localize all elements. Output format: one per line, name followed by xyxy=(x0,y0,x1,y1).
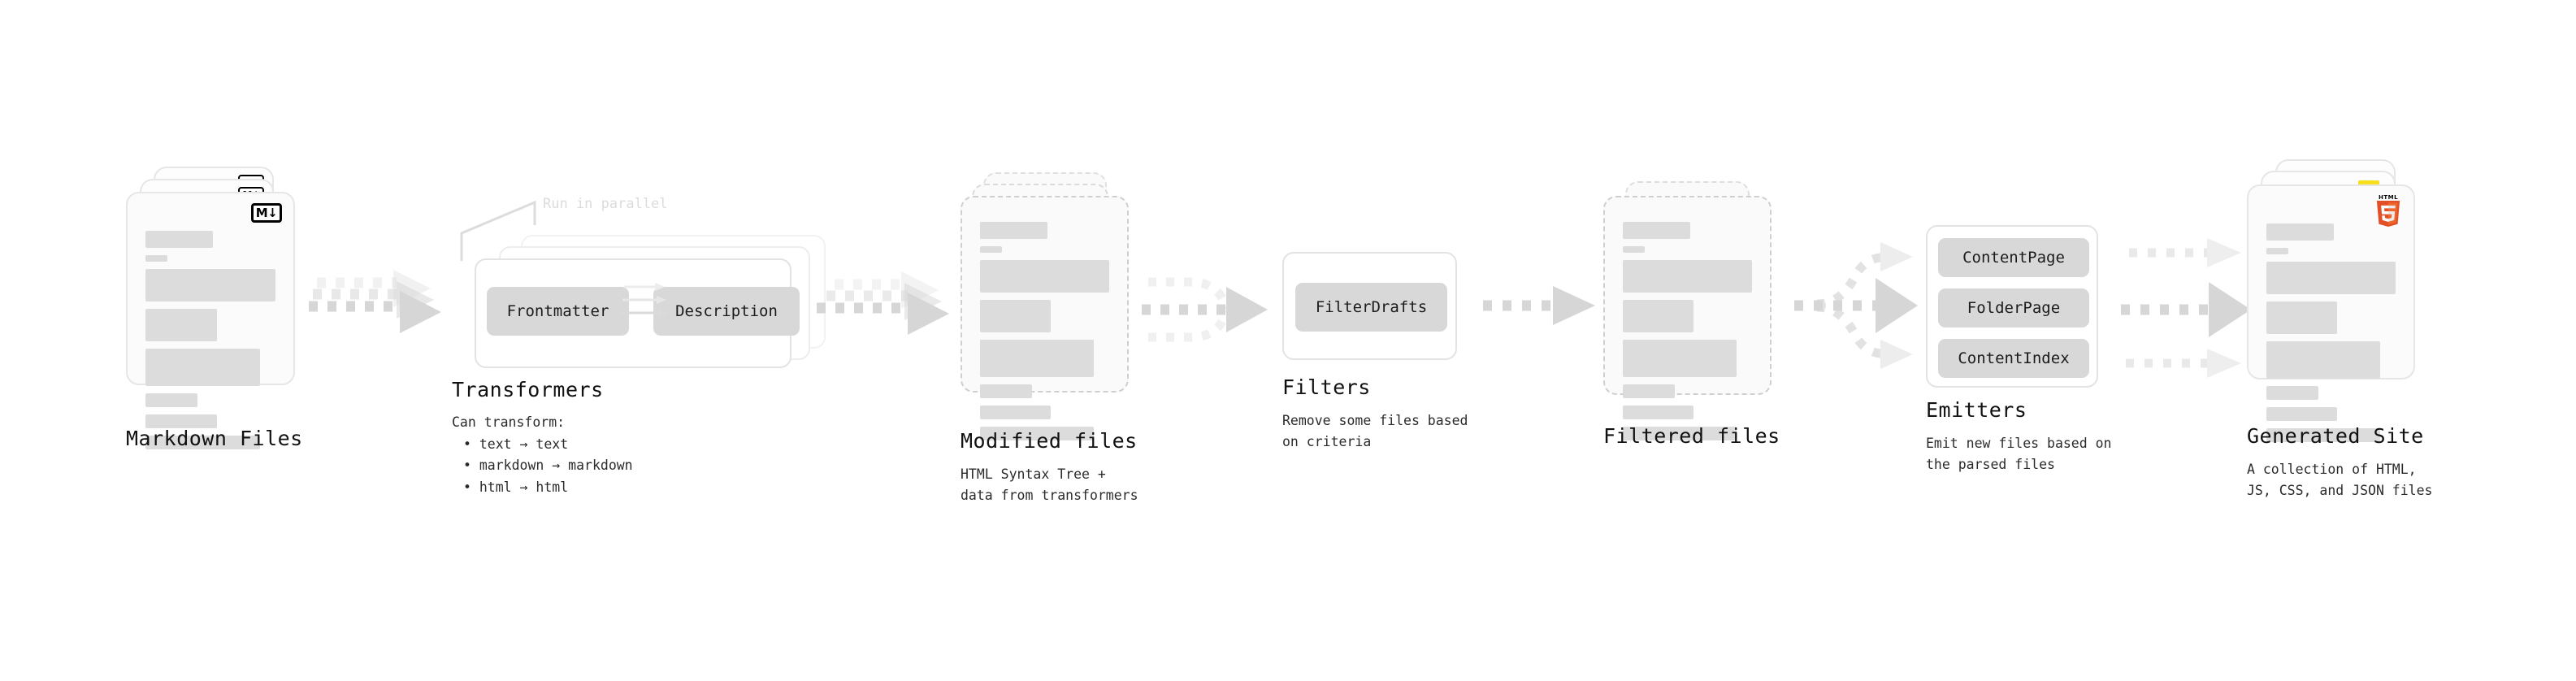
caption-generated-site: Generated Site A collection of HTML, JS,… xyxy=(2247,424,2432,501)
placeholder-line xyxy=(145,393,197,407)
markdown-icon: M↓ xyxy=(251,203,282,223)
caption-filtered-files: Filtered files xyxy=(1603,424,1780,448)
connector-emitters-to-site xyxy=(2121,238,2251,378)
placeholder-line xyxy=(1623,340,1737,377)
caption-filters: Filters Remove some files based on crite… xyxy=(1282,375,1468,452)
placeholder-line xyxy=(1623,246,1646,253)
connector-modified-to-filters xyxy=(1142,277,1268,342)
stage-subtitle: HTML Syntax Tree + data from transformer… xyxy=(961,466,1138,503)
caption-emitters: Emitters Emit new files based on the par… xyxy=(1926,398,2111,475)
placeholder-line xyxy=(145,414,217,428)
emitter-chip-contentpage[interactable]: ContentPage xyxy=(1938,238,2089,277)
stage-subtitle: Remove some files based on criteria xyxy=(1282,413,1468,449)
placeholder-line xyxy=(1623,222,1690,239)
placeholder-line xyxy=(1623,406,1694,419)
html5-icon: HTML xyxy=(2374,194,2402,227)
transformer-chip-frontmatter[interactable]: Frontmatter xyxy=(487,287,629,336)
bullet-text: markdown → markdown xyxy=(479,458,633,474)
placeholder-line xyxy=(1623,384,1675,398)
filter-chip-filterdrafts[interactable]: FilterDrafts xyxy=(1295,283,1447,332)
stage-subtitle: A collection of HTML, JS, CSS, and JSON … xyxy=(2247,462,2433,498)
emitter-chip-contentindex[interactable]: ContentIndex xyxy=(1938,339,2089,378)
parallel-bracket xyxy=(460,200,536,261)
stage-emitters-box: ContentPage FolderPage ContentIndex xyxy=(1926,225,2098,388)
stage-title: Emitters xyxy=(1926,398,2027,422)
filtered-card-front xyxy=(1603,196,1772,440)
site-card-front: HTML xyxy=(2247,184,2415,442)
bullet-text: text → text xyxy=(479,436,569,452)
placeholder-line xyxy=(980,427,1094,440)
placeholder-line xyxy=(2266,428,2380,442)
placeholder-line xyxy=(980,260,1109,293)
parallel-note-label: Run in parallel xyxy=(543,196,668,212)
emitter-chip-folderpage[interactable]: FolderPage xyxy=(1938,288,2089,327)
bullet-text: html → html xyxy=(479,479,569,496)
caption-transformers: Transformers Can transform: • text → tex… xyxy=(452,378,633,499)
stage-title: Transformers xyxy=(452,378,604,401)
caption-markdown-files: Markdown Files xyxy=(126,427,303,450)
transformer-inner-arrows xyxy=(621,283,670,318)
placeholder-line xyxy=(980,300,1052,332)
stage-title: Markdown Files xyxy=(126,427,303,450)
placeholder-line xyxy=(145,231,214,248)
stage-title: Filtered files xyxy=(1603,424,1780,448)
stage-filters-box: FilterDrafts xyxy=(1282,252,1457,360)
placeholder-line xyxy=(145,309,217,341)
placeholder-line xyxy=(980,222,1047,239)
connector-filters-to-filtered xyxy=(1483,286,1595,325)
transform-intro: Can transform: xyxy=(452,414,566,430)
placeholder-line xyxy=(145,269,275,301)
connector-md-to-transformers xyxy=(309,270,441,333)
placeholder-line xyxy=(980,406,1052,419)
placeholder-line xyxy=(145,349,260,386)
connector-transformers-to-modified xyxy=(817,271,949,335)
placeholder-line xyxy=(145,255,168,262)
transformer-group-front: Frontmatter Description xyxy=(475,258,800,368)
stage-title: Modified files xyxy=(961,429,1138,453)
placeholder-line xyxy=(2266,407,2338,421)
placeholder-line xyxy=(980,340,1094,377)
placeholder-line xyxy=(1623,427,1737,440)
placeholder-line xyxy=(1623,260,1752,293)
placeholder-line xyxy=(2266,386,2318,400)
markdown-card-front: M↓ xyxy=(126,192,295,449)
caption-modified-files: Modified files HTML Syntax Tree + data f… xyxy=(961,429,1138,505)
stage-subtitle: Emit new files based on the parsed files xyxy=(1926,436,2112,472)
placeholder-line xyxy=(2266,262,2396,294)
placeholder-line xyxy=(2266,223,2334,241)
placeholder-line xyxy=(980,384,1032,398)
stage-title: Filters xyxy=(1282,375,1371,399)
connector-filtered-to-emitters xyxy=(1794,242,1918,369)
placeholder-line xyxy=(2266,301,2338,334)
placeholder-line xyxy=(2266,341,2380,379)
transform-bullet-0: • text → text xyxy=(463,436,569,452)
placeholder-line xyxy=(2266,248,2289,254)
stage-subtitle-block: Can transform: • text → text • markdown … xyxy=(452,412,633,499)
stage-title: Generated Site xyxy=(2247,424,2424,448)
placeholder-line xyxy=(145,436,260,449)
placeholder-line xyxy=(980,246,1003,253)
placeholder-line xyxy=(1623,300,1694,332)
transformer-chip-description[interactable]: Description xyxy=(653,287,800,336)
modified-card-front xyxy=(961,196,1129,440)
transform-bullet-2: • html → html xyxy=(463,479,569,496)
transform-bullet-1: • markdown → markdown xyxy=(463,458,633,474)
